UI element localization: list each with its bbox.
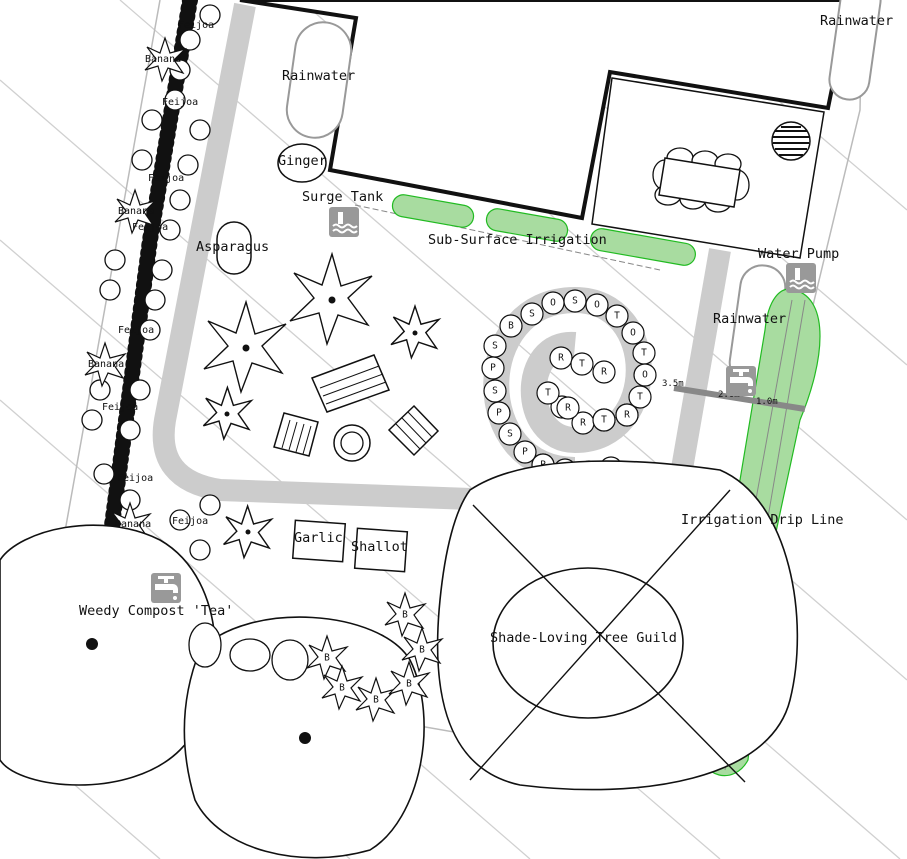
herb-plant [520,302,544,326]
feijoa-label: Feijoa [118,325,154,336]
crate-left [273,412,319,457]
asparagus-bed [216,221,252,275]
herb-plant-letter: O [630,328,636,339]
herb-plant [633,363,657,387]
herb-plant [615,403,639,427]
berry-cluster: B B B B B B [306,592,443,722]
herb-plant [499,314,523,338]
herb-plant-letter: R [624,410,630,421]
feijoa-label: Feijoa [102,402,138,413]
herb-plant-letter: R [580,418,586,429]
irrigation-drip-line-label: Irrigation Drip Line [681,512,844,528]
herb-plant [487,401,511,425]
herb-plant [513,440,537,464]
herb-plant-letter: T [614,311,620,322]
asparagus-label: Asparagus [196,239,269,255]
herb-plant [592,408,616,432]
herb-plant-letter: S [492,386,498,397]
water-pump-water-level-icon [785,262,817,294]
herb-plant-letter: T [579,359,585,370]
herb-plant-letter: S [529,309,535,320]
berry-bush-letter: B [373,695,379,706]
rainwater-tank-left-label: Rainwater [282,68,355,84]
surge-tank-label: Surge Tank [302,189,383,205]
berry-bush-letter: B [402,610,408,621]
feijoa-label: Feijoa [148,173,184,184]
outdoor-table [652,147,750,213]
herb-plant-letter: T [637,392,643,403]
bench [310,354,391,413]
weedy-compost-tea-label: Weedy Compost 'Tea' [79,603,233,619]
herb-plant-letter: R [601,367,607,378]
tap-faucet-icon[interactable] [726,366,756,396]
rainwater-tank-top-right [828,0,882,101]
rainwater-tank-left [285,21,353,139]
feijoa-label: Feijoa [132,222,168,233]
herb-plant-letter: S [507,429,513,440]
herb-plant-letter: P [490,363,496,374]
fruit-trees [202,253,440,559]
berry-bush-letter: B [406,679,412,690]
herb-plant-letter: O [642,370,648,381]
herb-plant [570,352,594,376]
herb-plant-letter: T [601,415,607,426]
rainwater-tank-right-label: Rainwater [713,311,786,327]
banana-label: Banana [115,519,151,530]
herb-plant-letter: B [508,321,514,332]
ginger-label: Ginger [278,153,327,169]
shallot-label: Shallot [351,539,408,555]
dimension-label-1-0m: 1.0m [756,397,778,407]
herb-plant [621,321,645,345]
herb-plant-letter: O [550,298,556,309]
compost-tea-faucet-icon[interactable] [151,573,181,603]
herb-plant [605,304,629,328]
herb-plant [592,360,616,384]
herb-plant-letter: S [572,296,578,307]
feijoa-label: Feijoa [117,473,153,484]
banana-label: Banana [145,54,181,65]
herb-plant-letter: P [496,408,502,419]
feijoa-label: Feijoa [178,20,214,31]
shallot-bed [353,527,409,573]
herb-plant-letter: T [545,388,551,399]
herb-plant [536,381,560,405]
herb-plant-letter: R [565,403,571,414]
herb-plant-letter: S [492,341,498,352]
feijoa-label: Feijoa [172,516,208,527]
herb-plant [481,356,505,380]
crate-right [387,404,440,457]
herb-plant [585,293,609,317]
shade-loving-tree-guild-label: Shade-Loving Tree Guild [490,630,677,646]
herb-plant-letter: P [522,447,528,458]
herb-plant-letter: R [558,353,564,364]
herb-plant [563,289,587,313]
fire-pit [333,424,371,462]
berry-bush-letter: B [339,683,345,694]
herb-plant [483,379,507,403]
feijoa-label: Feijoa [162,97,198,108]
garlic-label: Garlic [294,530,343,546]
rainwater-tank-top-right-label: Rainwater [820,13,893,29]
sub-surface-irrigation [354,194,696,271]
herb-plant-letter: O [594,300,600,311]
banana-label: Banana [118,206,154,217]
herb-plant [549,346,573,370]
water-pump-label: Water Pump [758,246,839,262]
herb-plant [628,385,652,409]
herb-plant-letter: T [641,348,647,359]
dimension-label-3-5m: 3.5m [662,379,684,389]
ginger-bed [277,143,327,183]
herb-spiral: BSOSOTOTOTRTRTSPSPSPSCPCPRTRTRTR [481,286,657,484]
banana-label: Banana [88,359,124,370]
berry-bush-letter: B [419,645,425,656]
food-forest-hedge: Banana Banana Banana Banana Feijoa Feijo… [81,0,221,561]
herb-plant [556,396,580,420]
berry-bush-letter: B [324,653,330,664]
garlic-bed [291,519,347,563]
sub-surface-irrigation-label: Sub-Surface Irrigation [428,232,607,248]
grill [771,121,811,161]
surge-tank-water-level-icon [328,206,360,238]
herb-plant [498,422,522,446]
